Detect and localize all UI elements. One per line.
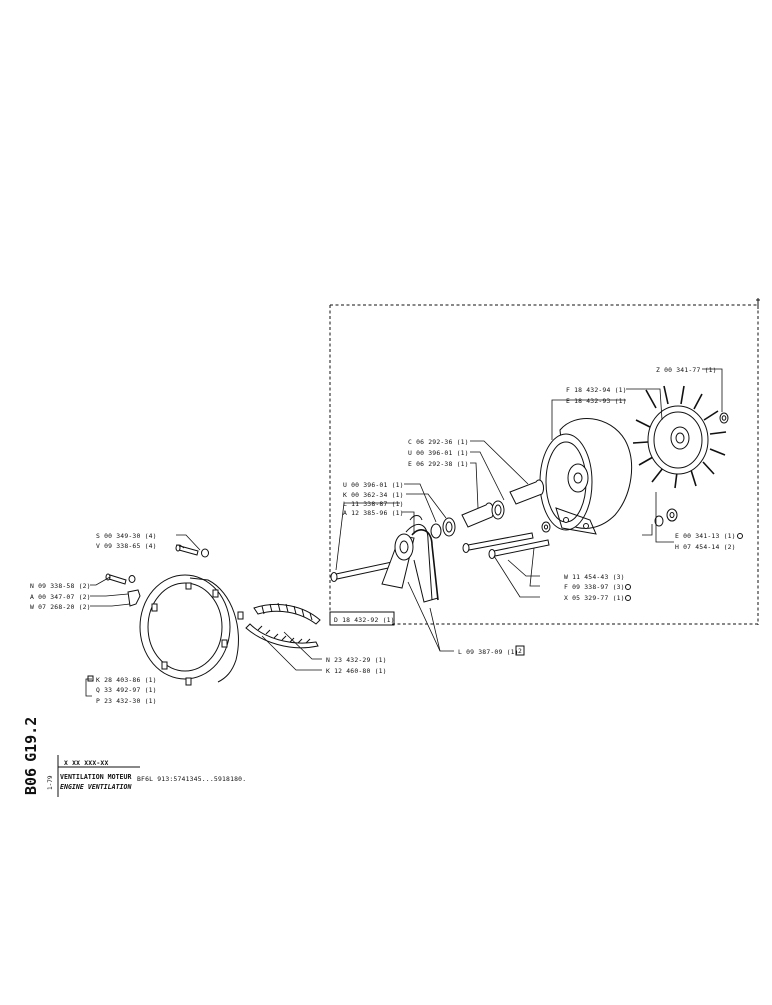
label-w11454: W 11 454-43 (3) (564, 573, 625, 581)
sheet-date: 1-79 (47, 775, 54, 790)
label-v09338: V 09 338-65 (4) (96, 542, 157, 550)
sheet-code: B06G19.2 (22, 717, 40, 795)
fan-wheel (632, 385, 729, 489)
label-l09387: L 09 387-09 (1) (458, 648, 519, 656)
label-k28403: K 28 403-86 (1) (96, 676, 157, 684)
ref-mask: X XX XXX-XX (64, 759, 109, 767)
assembly-boundary (329, 298, 760, 626)
spacer-sleeves (430, 479, 551, 539)
label-k12460: K 12 460-80 (1) (326, 667, 387, 675)
label-d18432: D 18 432-92 (1) (334, 616, 395, 624)
leader-lines (85, 368, 723, 697)
label-f18432-94: F 18 432-94 (1) (566, 386, 627, 394)
label-a00347: A 00 347-07 (2) (30, 593, 91, 601)
label-l11338: L 11 338-87 (1) (343, 500, 404, 508)
title-fr: VENTILATION MOTEUR (60, 773, 131, 781)
label-a12385: A 12 385-96 (1) (343, 509, 404, 517)
engine-ref: BF6L 913:5741345...5918180. (137, 775, 246, 783)
label-l09387-box: 2 (518, 647, 522, 655)
label-u00396-top: U 00 396-01 (1) (408, 449, 469, 457)
label-f09338: F 09 338-97 (3) (564, 583, 625, 591)
nuts-e-h (654, 508, 678, 527)
label-n23432: N 23 432-29 (1) (326, 656, 387, 664)
label-e00341: E 00 341-13 (1) (675, 532, 736, 540)
label-s00349: S 00 349-30 (4) (96, 532, 157, 540)
label-e18432-93: E 18 432-93 (1) (566, 397, 627, 405)
label-k00362: K 00 362-34 (1) (343, 491, 404, 499)
tension-bracket (381, 515, 439, 603)
bolts (330, 532, 550, 582)
label-u00396-left: U 00 396-01 (1) (343, 481, 404, 489)
label-p23432: P 23 432-30 (1) (96, 697, 157, 705)
label-w07268: W 07 268-20 (2) (30, 603, 91, 611)
fan-housing (539, 418, 633, 535)
part-labels: Z 00 341-77 (1) F 18 432-94 (1) E 18 432… (30, 366, 743, 705)
screws-clip (105, 544, 209, 607)
label-h07454: H 07 454-14 (2) (675, 543, 736, 551)
belt-guard (245, 602, 321, 649)
label-n09338: N 09 338-58 (2) (30, 582, 91, 590)
label-c06292: C 06 292-36 (1) (408, 438, 469, 446)
label-q33492: Q 33 492-97 (1) (96, 686, 157, 694)
drive-pulley (139, 574, 244, 686)
title-en: ENGINE VENTILATION (60, 783, 132, 791)
label-z00341: Z 00 341-77 (1) (656, 366, 717, 374)
title-block: B06G19.2 1-79 X XX XXX-XX VENTILATION MO… (22, 717, 246, 797)
label-x05329: X 05 329-77 (1) (564, 594, 625, 602)
label-e06292: E 06 292-38 (1) (408, 460, 469, 468)
